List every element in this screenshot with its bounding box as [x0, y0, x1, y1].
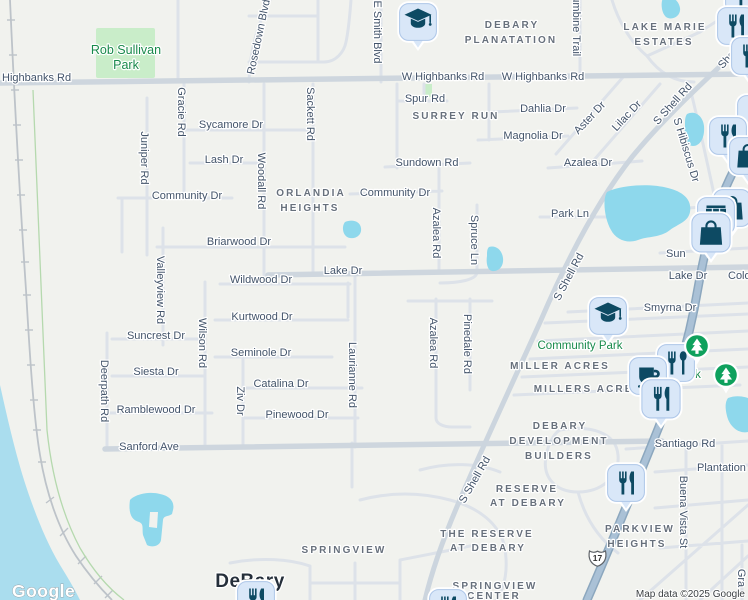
street-label-community-mid: Community Dr	[360, 187, 431, 199]
street-label-smyrna: Smyrna Dr	[644, 302, 697, 314]
street-label-pinedale: Pinedale Rd	[461, 314, 473, 374]
area-label-reserve-2: AT DEBARY	[490, 498, 566, 509]
street-label-azalea-lower: Azalea Rd	[427, 318, 439, 369]
boundary-line	[32, 89, 125, 600]
road-lake-dr	[265, 264, 748, 278]
road-w-highbanks	[0, 71, 748, 86]
street-label-sundown: Sundown Rd	[396, 157, 459, 169]
road-sanford-ave	[102, 438, 665, 452]
street-label-catalina: Catalina Dr	[253, 378, 308, 390]
area-label-springview-center-1: SPRINGVIEW	[453, 581, 538, 592]
area-label-parkview-1: PARKVIEW	[605, 524, 675, 535]
restaurant-marker[interactable]	[234, 578, 278, 600]
street-label-pinewood: Pinewood Dr	[266, 409, 329, 421]
lake	[604, 185, 691, 242]
street-label-azalea-upper: Azalea Rd	[430, 208, 442, 259]
park-label-community-park: Community Park	[538, 340, 623, 352]
street-label-sun-partial: Sun	[666, 248, 686, 260]
street-label-suncrest: Suncrest Dr	[127, 330, 185, 342]
area-label-reserve-1: RESERVE	[496, 484, 558, 495]
area-label-the-reserve-2: AT DEBARY	[450, 543, 526, 554]
area-label-debary-dev-3: BUILDERS	[525, 451, 593, 462]
neighborhood-labels: DEBARY PLANATATION LAKE MARIE ESTATES SU…	[275, 19, 706, 600]
restaurant-marker[interactable]	[426, 586, 470, 600]
street-label-laurianne: Laurianne Rd	[346, 342, 358, 408]
area-label-debary-dev-2: DEVELOPMENT	[509, 436, 608, 447]
street-label-briarwood: Briarwood Dr	[207, 236, 272, 248]
street-label-wildwood: Wildwood Dr	[230, 274, 293, 286]
street-label-ramblewood: Ramblewood Dr	[117, 404, 196, 416]
street-label-valleyview: Valleyview Rd	[154, 256, 166, 324]
street-label-lake-right: Lake Dr	[669, 270, 708, 282]
area-label-miller-acres: MILLER ACRES	[510, 361, 610, 372]
park-label-rob-sullivan-2: Park	[113, 58, 139, 72]
street-label-columbine: Columbine Trail	[570, 0, 582, 56]
area-label-orlandia-1: ORLANDIA	[276, 188, 346, 199]
street-label-ziv: Ziv Dr	[234, 386, 246, 416]
area-label-the-reserve-1: THE RESERVE	[440, 529, 534, 540]
street-label-sanford: Sanford Ave	[119, 441, 179, 453]
street-label-wilson: Wilson Rd	[196, 318, 208, 368]
street-label-lash: Lash Dr	[205, 154, 244, 166]
street-label-e-smith: E Smith Blvd	[371, 1, 383, 64]
map-attribution: Map data ©2025 Google	[636, 589, 746, 600]
street-label-deerpath: Deerpath Rd	[98, 360, 110, 422]
street-label-dahlia: Dahlia Dr	[520, 103, 566, 115]
area-label-lake-marie-1: LAKE MARIE	[623, 22, 706, 33]
street-label-woodall: Woodall Rd	[255, 153, 267, 210]
street-label-siesta: Siesta Dr	[133, 366, 179, 378]
area-label-debary-dev-1: DEBARY	[533, 421, 587, 432]
area-label-surrey-run: SURREY RUN	[413, 111, 500, 122]
street-label-seminole: Seminole Dr	[231, 347, 292, 359]
street-label-juniper: Juniper Rd	[138, 131, 150, 184]
street-label-azalea-dr: Azalea Dr	[564, 157, 613, 169]
area-label-millers-acres: MILLERS ACRES	[534, 384, 643, 395]
park-label-rob-sullivan-1: Rob Sullivan	[91, 43, 161, 57]
area-label-lake-marie-2: ESTATES	[634, 37, 693, 48]
svg-text:17: 17	[593, 553, 603, 563]
street-label-magnolia: Magnolia Dr	[503, 130, 563, 142]
google-logo[interactable]: Google	[12, 581, 75, 600]
street-label-community-left: Community Dr	[152, 190, 223, 202]
rob-sullivan-park-area	[96, 28, 155, 78]
street-label-plantation: Plantation R	[697, 462, 748, 474]
street-label-colo-partial: Colo	[728, 270, 748, 282]
street-label-highbanks-mid: W Highbanks Rd	[402, 71, 485, 83]
street-label-highbanks-left: Highbanks Rd	[2, 72, 71, 84]
street-label-spruce: Spruce Ln	[468, 215, 480, 265]
street-label-santiago: Santiago Rd	[655, 438, 716, 450]
area-label-springview: SPRINGVIEW	[302, 545, 387, 556]
street-label-gracie: Gracie Rd	[175, 87, 187, 137]
street-label-spur: Spur Rd	[405, 93, 445, 105]
street-label-park-ln: Park Ln	[551, 208, 589, 220]
street-label-gra-partial: Gra	[735, 569, 747, 588]
area-label-springview-center-2: CENTER	[467, 591, 521, 600]
railroad	[7, 0, 125, 600]
area-label-debary-plantation-2: PLANATATION	[465, 35, 558, 46]
street-label-highbanks-right: W Highbanks Rd	[502, 71, 585, 83]
us-17-shield: 17	[588, 550, 607, 567]
area-label-debary-plantation-1: DEBARY	[485, 20, 539, 31]
street-label-lake-left: Lake Dr	[324, 265, 363, 277]
street-label-buena-vista: Buena Vista St	[677, 476, 689, 549]
small-green-area	[424, 84, 432, 97]
park-areas	[96, 28, 432, 97]
river	[0, 385, 80, 600]
area-label-parkview-2: HEIGHTS	[607, 539, 666, 550]
road-s-shell	[422, 37, 748, 600]
street-label-sackett: Sackett Rd	[304, 87, 316, 141]
area-label-orlandia-2: HEIGHTS	[280, 203, 339, 214]
collector-roads	[0, 37, 748, 600]
street-label-sycamore: Sycamore Dr	[199, 119, 264, 131]
street-label-kurtwood: Kurtwood Dr	[231, 311, 292, 323]
